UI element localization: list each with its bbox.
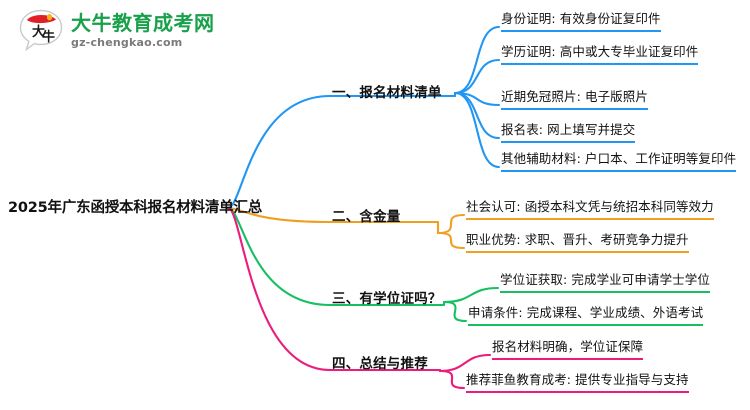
leaf-node-3-2: 申请条件: 完成课程、学业成绩、外语考试 (468, 302, 704, 326)
leaf-node-1-5: 其他辅助材料: 户口本、工作证明等复印件 (501, 148, 737, 172)
leaf-node-1-2: 学历证明: 高中或大专毕业证复印件 (501, 41, 699, 65)
leaf-node-2-2: 职业优势: 求职、晋升、考研竞争力提升 (466, 229, 689, 253)
svg-text:牛: 牛 (42, 29, 55, 45)
daniu-speech-bubble-logo: 大 牛 (18, 8, 64, 52)
logo-domain: gz-chengkao.com (71, 35, 183, 49)
logo-site-name: 大牛教育成考网 (71, 10, 215, 35)
leaf-node-4-1: 报名材料明确，学位证保障 (492, 336, 644, 360)
logo-text: 大牛教育成考网 gz-chengkao.com (71, 13, 215, 48)
branch-node-2: 二、含金量 (332, 209, 401, 225)
leaf-node-1-3: 近期免冠照片: 电子版照片 (501, 86, 648, 110)
leaf-node-3-1: 学位证获取: 完成学业可申请学士学位 (500, 269, 710, 293)
svg-text:大: 大 (32, 24, 45, 40)
leaf-node-4-2: 推荐菲鱼教育成考: 提供专业指导与支持 (466, 369, 689, 393)
leaf-node-1-4: 报名表: 网上填写并提交 (501, 119, 636, 143)
mindmap-root-node: 2025年广东函授本科报名材料清单汇总 (8, 200, 263, 216)
branch-node-4: 四、总结与推荐 (332, 356, 428, 372)
branch-node-3: 三、有学位证吗？ (332, 291, 442, 307)
leaf-node-1-1: 身份证明: 有效身份证复印件 (501, 8, 661, 32)
site-logo: 大 牛 大牛教育成考网 gz-chengkao.com (18, 8, 215, 52)
leaf-node-2-1: 社会认可: 函授本科文凭与统招本科同等效力 (466, 196, 714, 220)
branch-node-1: 一、报名材料清单 (332, 85, 442, 101)
